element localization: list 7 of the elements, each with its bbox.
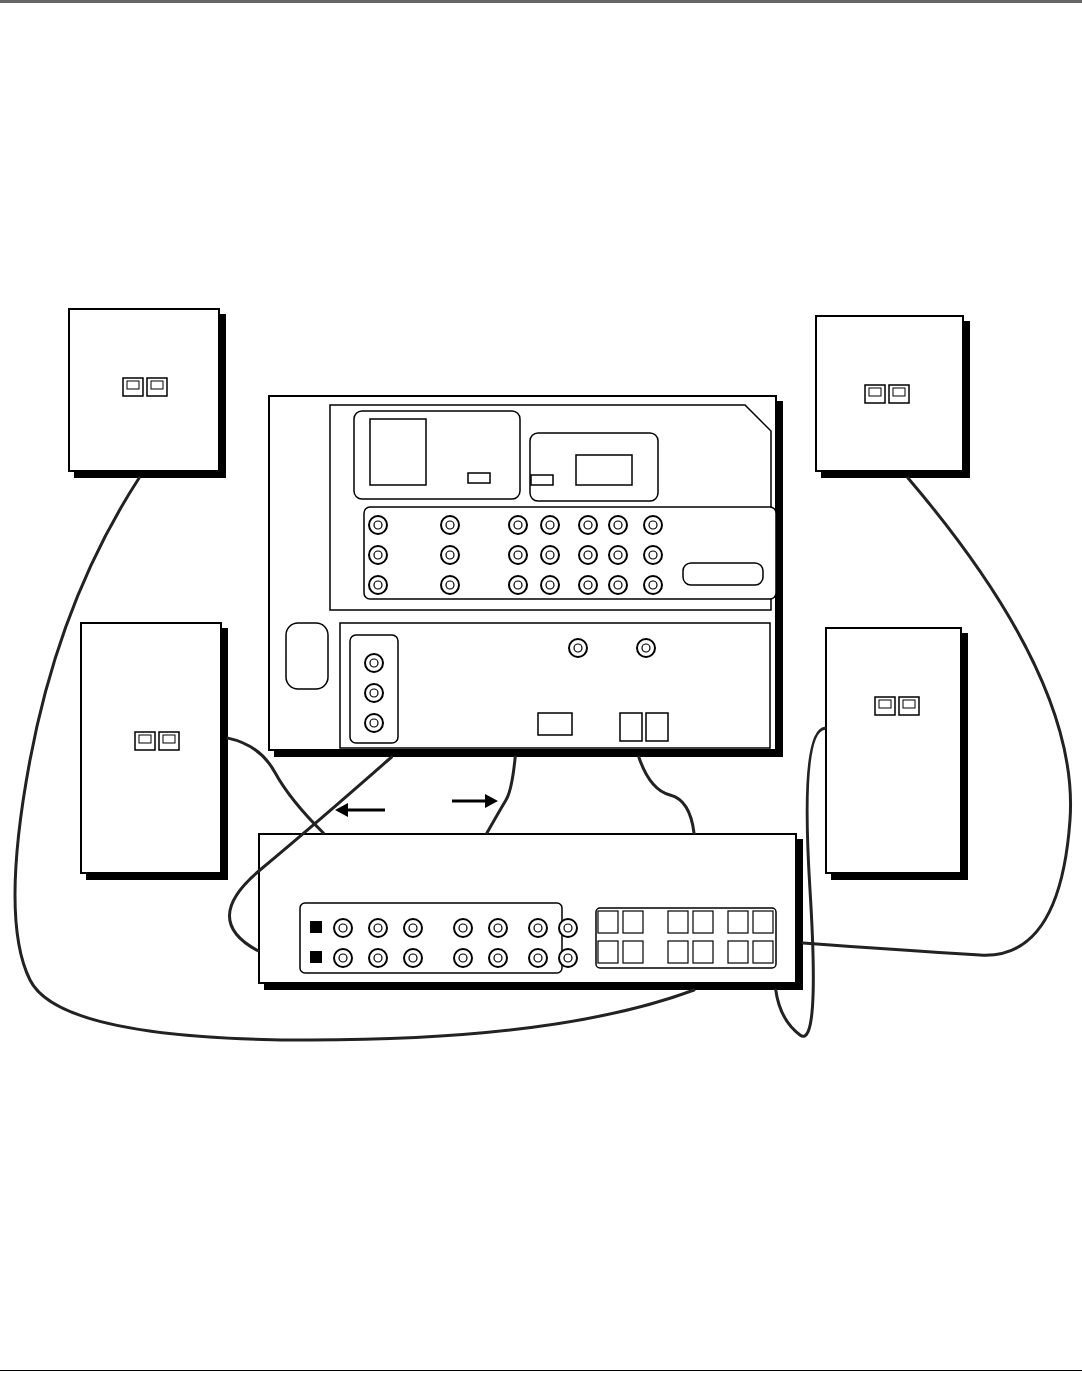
cable [226,736,325,835]
cable [637,755,696,835]
cable [774,726,827,1038]
cable [485,755,517,835]
cable [801,476,1072,957]
cable [228,755,394,953]
cable [13,476,696,1042]
